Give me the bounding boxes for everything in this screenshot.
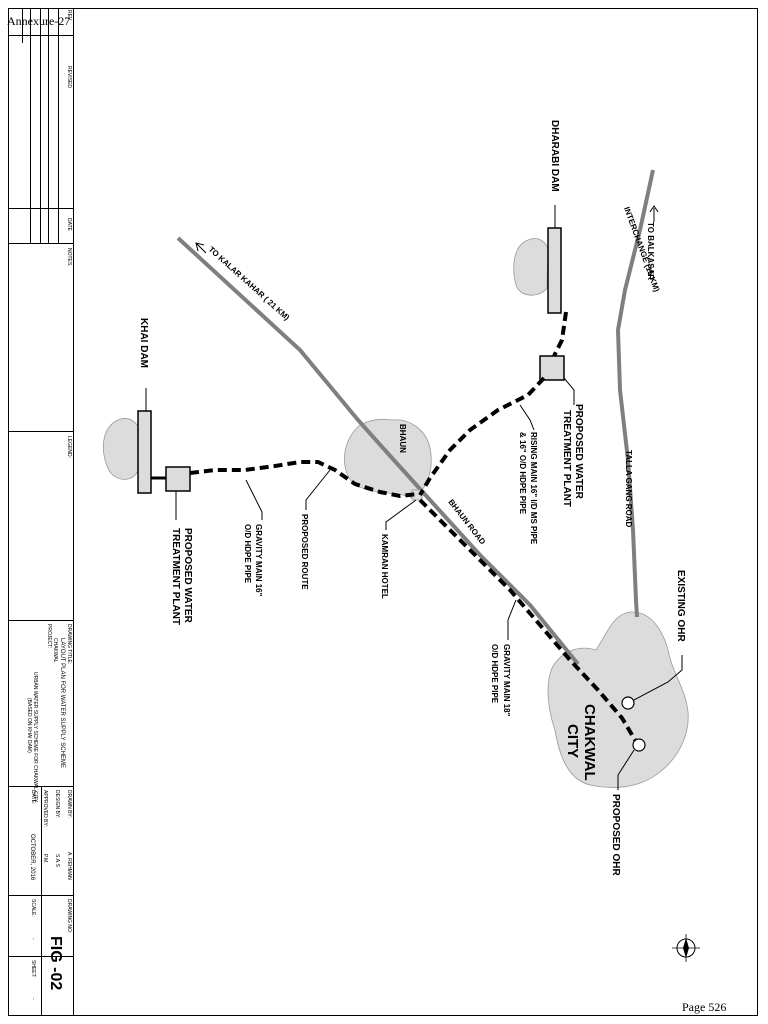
existing-ohr-marker <box>621 696 635 710</box>
label-wtp-left-1: PROPOSED WATER <box>182 528 193 624</box>
arrow-kalar-kahar-icon <box>195 242 207 254</box>
title-block-divider <box>41 786 42 1016</box>
title-block-divider <box>48 8 49 243</box>
title-block-divider <box>8 35 74 36</box>
page-number: Page 526 <box>682 1000 727 1014</box>
dharabi-dam <box>547 227 562 314</box>
khai-dam-reservoir <box>102 418 139 480</box>
label-chakwal: CHAKWAL <box>581 704 598 781</box>
page-border <box>8 8 758 1016</box>
label-wtp-right-1: PROPOSED WATER <box>573 404 584 500</box>
dharabi-dam-reservoir <box>513 238 549 296</box>
label-city: CITY <box>564 724 581 758</box>
road-to-balkasar <box>615 169 655 618</box>
north-arrow-icon <box>672 934 700 962</box>
label-gravity-18-2: O/D HDPE PIPE <box>490 644 499 704</box>
title-block-divider <box>8 208 74 209</box>
label-to-kalar-kahar: TO KALAR KAHAR ( 21 KM) <box>207 245 292 323</box>
label-talla-gang-road: TALLA GANG ROAD <box>624 450 633 528</box>
leader-gravity-18 <box>507 599 517 640</box>
leader-kamran-hotel <box>385 499 417 530</box>
proposed-wtp-left <box>165 466 191 492</box>
title-block-divider <box>58 8 59 243</box>
title-block-divider <box>30 8 31 243</box>
label-proposed-ohr: PROPOSED OHR <box>610 794 621 876</box>
title-block-divider <box>8 620 74 621</box>
leader-existing-ohr <box>633 655 683 701</box>
rising-main-pipeline <box>418 311 568 497</box>
gravity-main-16-pipeline <box>189 460 419 499</box>
bhaun-road <box>176 236 580 666</box>
arrow-balkasar-icon <box>649 205 659 222</box>
title-block-divider <box>22 8 23 43</box>
title-block-divider <box>8 243 74 244</box>
label-wtp-right-2: TREATMENT PLANT <box>561 410 572 507</box>
leader-wtp-right <box>563 377 575 405</box>
leader-gravity-16 <box>245 479 263 520</box>
label-kamran-hotel: KAMRAN HOTEL <box>380 534 389 599</box>
label-gravity-16-1: GRAVITY MAIN 16" <box>254 524 263 597</box>
title-block-divider <box>40 8 41 243</box>
proposed-ohr-marker <box>632 738 646 752</box>
label-wtp-left-2: TREATMENT PLANT <box>170 528 181 625</box>
proposed-wtp-right <box>539 355 565 381</box>
label-dharabi-dam: DHARABI DAM <box>549 120 560 192</box>
label-existing-ohr: EXISTING OHR <box>675 570 686 642</box>
label-gravity-16-2: O/D HDPE PIPE <box>243 524 252 584</box>
leader-proposed-ohr <box>617 749 635 790</box>
chakwal-city-area <box>547 611 689 788</box>
label-proposed-route: PROPOSED ROUTE <box>300 514 309 590</box>
leader-rising-main <box>519 404 535 431</box>
label-to-balkasar: TO BALKASAR <box>646 222 655 280</box>
label-bhaun: BHAUN <box>398 424 407 453</box>
title-block: REV. REVISED DATE NOTES: LEGEND: DRAWING… <box>8 8 74 1016</box>
title-block-divider <box>8 431 74 432</box>
leader-proposed-route <box>305 469 331 510</box>
label-gravity-18-1: GRAVITY MAIN 18" <box>502 644 511 717</box>
khai-dam <box>137 410 152 494</box>
label-rising-main-1: RISING MAIN 16" I/D MS PIPE <box>529 432 538 545</box>
label-khai-dam: KHAI DAM <box>138 318 149 368</box>
gravity-main-18-pipeline <box>418 498 640 747</box>
label-rising-main-2: & 16" O/D HDPE PIPE <box>518 432 527 515</box>
